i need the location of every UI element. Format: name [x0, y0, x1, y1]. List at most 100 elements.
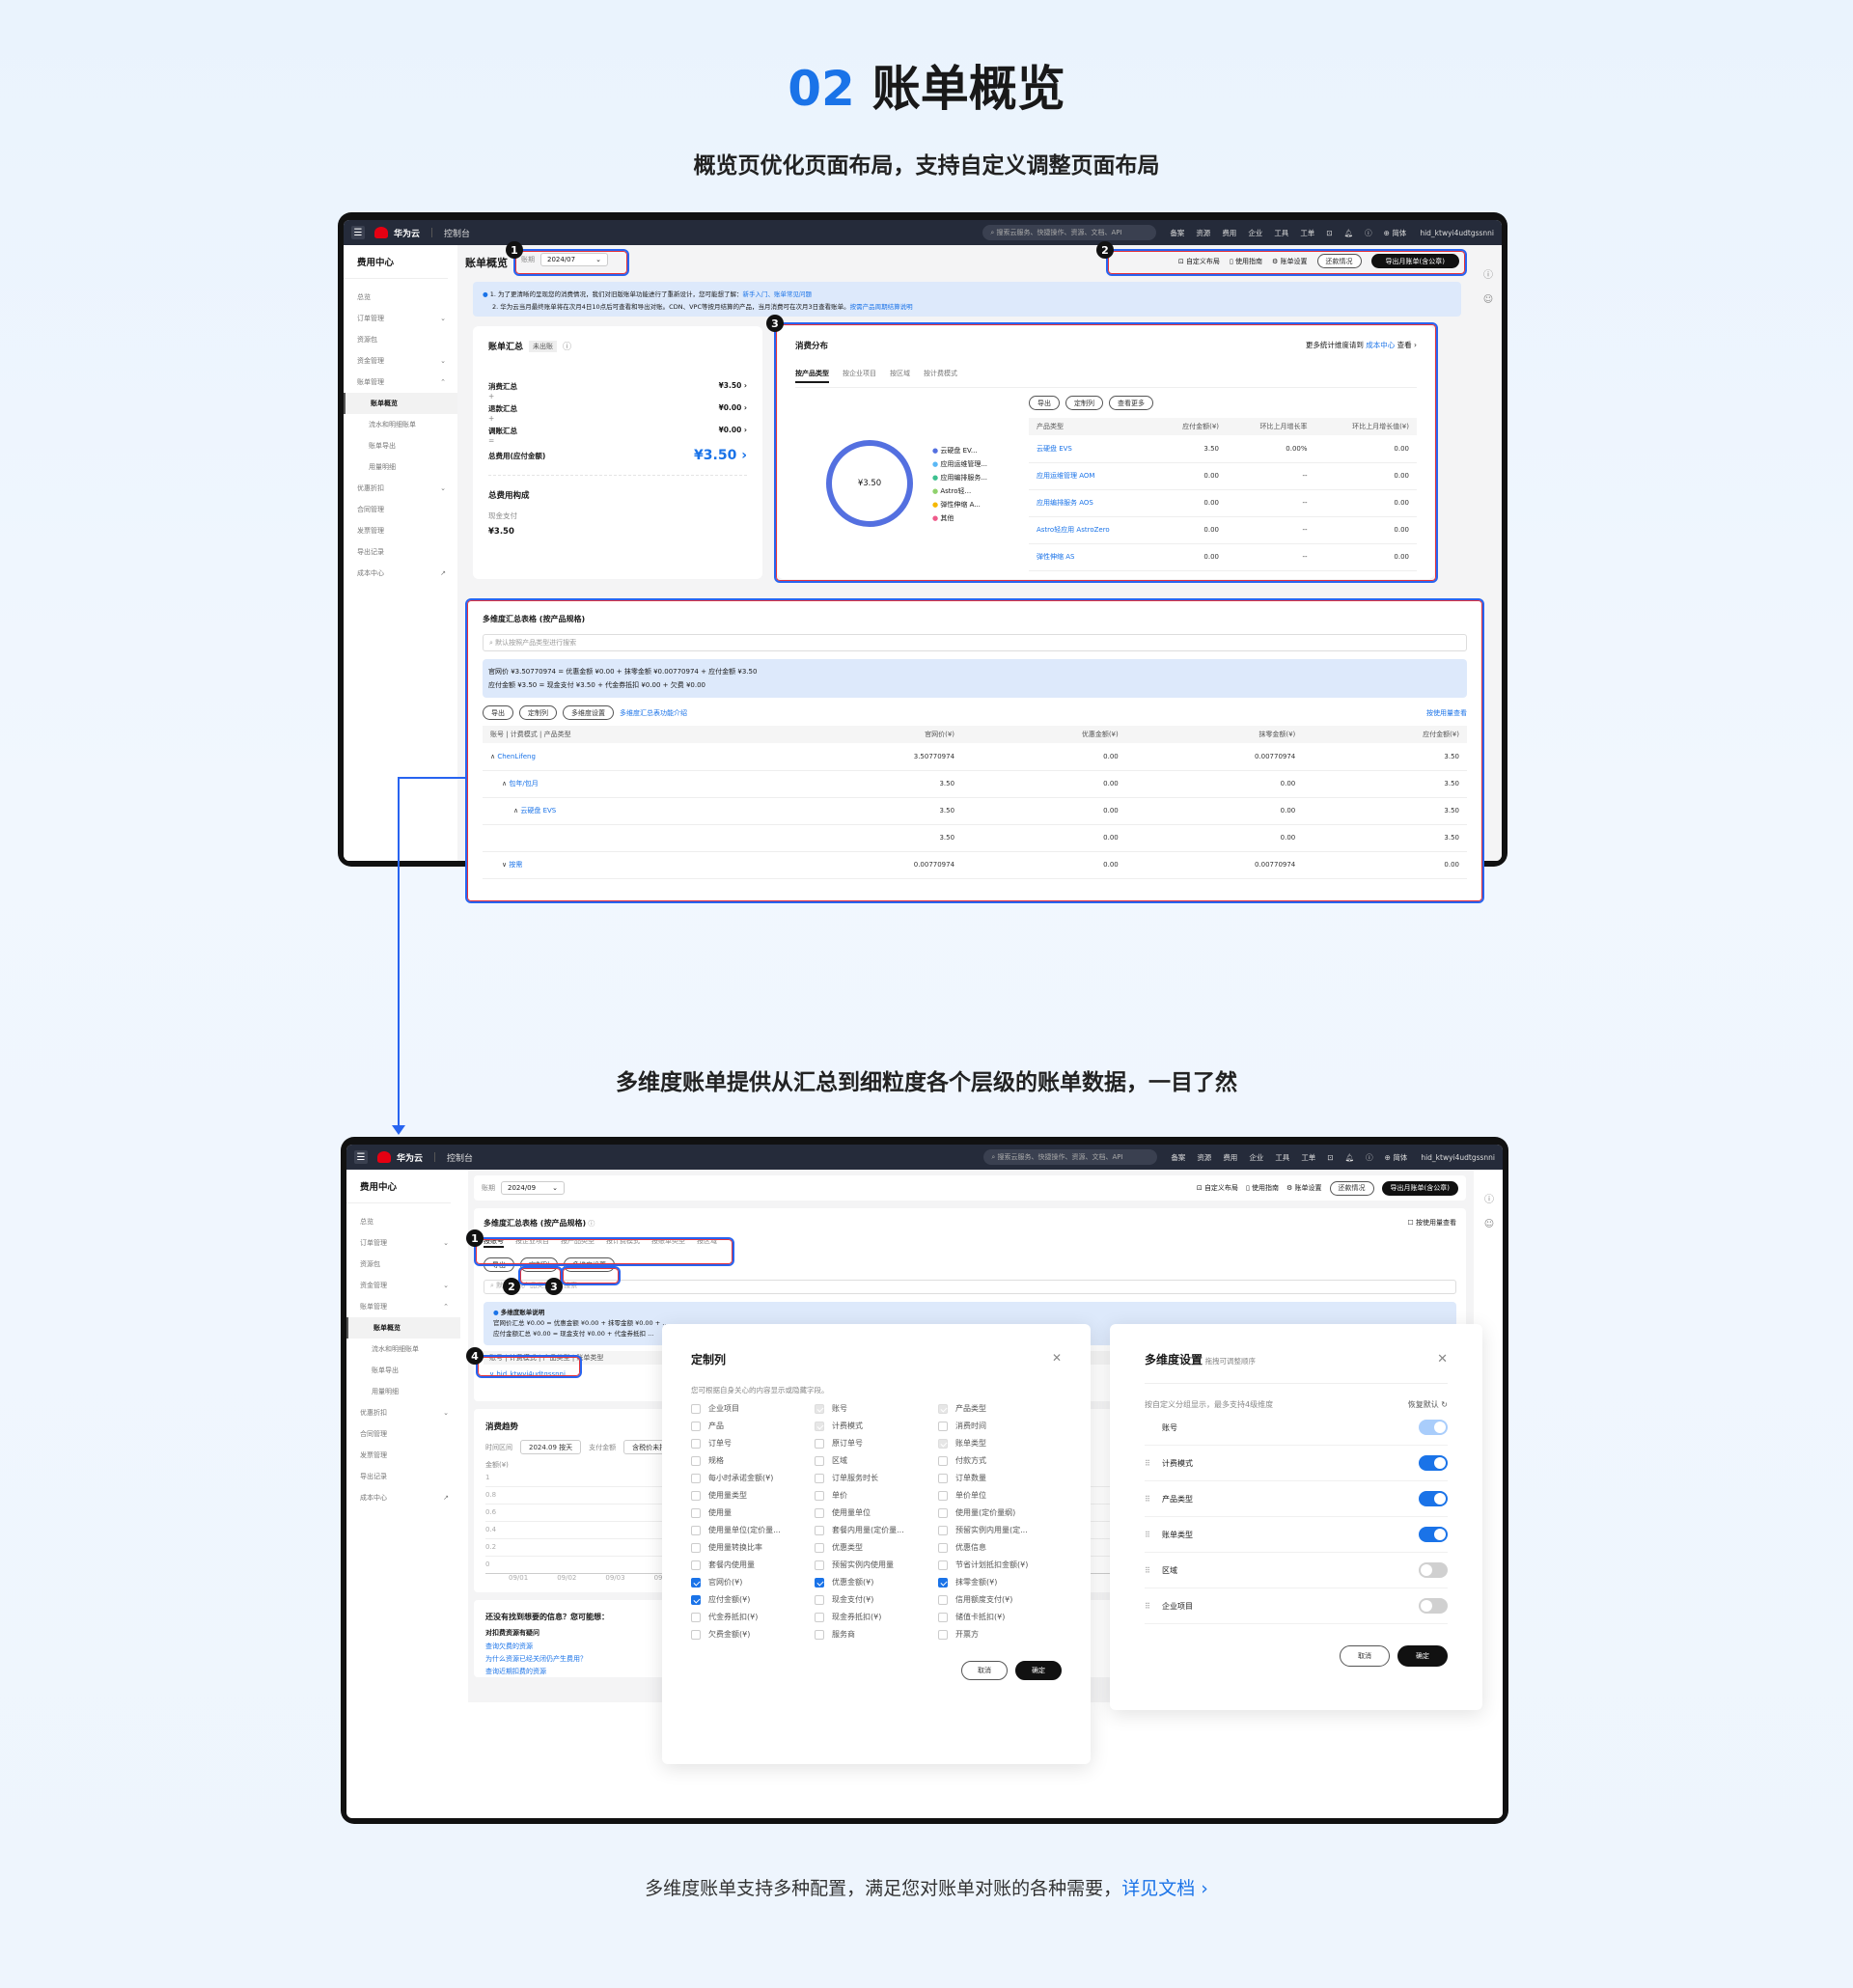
user-account-menu[interactable]: hid_ktwyi4udtgssnni: [1420, 228, 1494, 237]
column-checkbox[interactable]: 区域: [815, 1455, 938, 1466]
sidebar-item-discounts[interactable]: 优惠折扣⌄: [357, 484, 446, 492]
column-checkbox[interactable]: 每小时承诺金额(¥): [691, 1473, 815, 1483]
column-checkbox[interactable]: 开票方: [938, 1629, 1062, 1640]
column-checkbox[interactable]: 订单号: [691, 1438, 815, 1449]
refund-total-link[interactable]: ¥0.00 ›: [718, 403, 747, 412]
bell-icon[interactable]: 🔔︎: [1343, 228, 1354, 237]
toggle-switch[interactable]: [1419, 1598, 1448, 1614]
sidebar-item-bill-export[interactable]: 账单导出: [369, 442, 396, 450]
search-input[interactable]: ⌕ 默认按照产品类型进行搜索: [484, 1280, 1456, 1294]
cost-center-link[interactable]: 成本中心: [1366, 341, 1396, 349]
confirm-button[interactable]: 确定: [1397, 1645, 1448, 1667]
bill-settings-button[interactable]: ⚙ 账单设置: [1272, 257, 1308, 265]
custom-columns-button[interactable]: 定制列: [1065, 396, 1103, 410]
column-checkbox[interactable]: 欠费金额(¥): [691, 1629, 815, 1640]
dimension-row[interactable]: ⠿企业项目: [1145, 1588, 1448, 1624]
nav-beian[interactable]: 备案: [1170, 228, 1185, 237]
column-checkbox[interactable]: 代金券抵扣(¥): [691, 1612, 815, 1622]
column-checkbox[interactable]: 消费时间: [938, 1421, 1062, 1431]
dimension-row[interactable]: ⠿区域: [1145, 1553, 1448, 1588]
feedback-smile-icon[interactable]: ☺: [1483, 1219, 1495, 1229]
tab-by-region[interactable]: 按区域: [890, 370, 910, 377]
column-checkbox[interactable]: 使用量(定价量纲): [938, 1507, 1062, 1518]
column-checkbox[interactable]: 使用量类型: [691, 1490, 815, 1501]
view-more-button[interactable]: 查看更多: [1109, 396, 1153, 410]
tab-by-enterprise-project[interactable]: 按企业项目: [515, 1237, 549, 1245]
global-search-input[interactable]: ⌕ 搜索云服务、快捷操作、资源、文档、API: [982, 225, 1157, 240]
column-checkbox[interactable]: 优惠金额(¥): [815, 1577, 938, 1588]
dimension-row[interactable]: ⠿账单类型: [1145, 1517, 1448, 1553]
column-checkbox[interactable]: 预留实例内使用量: [815, 1560, 938, 1570]
tab-by-region[interactable]: 按区域: [697, 1237, 717, 1245]
confirm-button[interactable]: 确定: [1015, 1661, 1062, 1680]
nav-tickets[interactable]: 工单: [1300, 228, 1315, 237]
column-checkbox[interactable]: 套餐内使用量: [691, 1560, 815, 1570]
hamburger-menu-icon[interactable]: ☰: [351, 226, 365, 239]
tab-by-product-type[interactable]: 按产品类型: [795, 369, 829, 383]
close-icon[interactable]: ✕: [1051, 1351, 1062, 1365]
feature-intro-link[interactable]: 多维度汇总表功能介绍: [620, 708, 687, 717]
column-checkbox[interactable]: 现金券抵扣(¥): [815, 1612, 938, 1622]
cancel-button[interactable]: 取消: [1340, 1645, 1390, 1667]
feedback-smile-icon[interactable]: ☺: [1482, 294, 1494, 305]
help-circle-icon[interactable]: ⓘ: [1484, 1195, 1494, 1205]
column-checkbox[interactable]: 产品类型: [938, 1403, 1062, 1414]
expand-icon[interactable]: ∨: [502, 861, 508, 869]
account-row[interactable]: ∨ hid_ktwyi4udtgssnni: [489, 1370, 566, 1378]
custom-layout-button[interactable]: ⊡ 自定义布局: [1177, 257, 1220, 265]
column-checkbox[interactable]: 套餐内用量(定价量...: [815, 1525, 938, 1535]
sidebar-item-contracts[interactable]: 合同管理: [357, 506, 384, 513]
tab-by-enterprise-project[interactable]: 按企业项目: [843, 370, 876, 377]
sidebar-item-bill-details[interactable]: 流水和明细账单: [369, 421, 416, 428]
period-dropdown[interactable]: 2024/09⌄: [501, 1181, 565, 1195]
toggle-switch[interactable]: [1419, 1420, 1448, 1435]
column-checkbox[interactable]: 订单服务时长: [815, 1473, 938, 1483]
sidebar-item-overview[interactable]: 总览: [357, 293, 371, 301]
total-amount-link[interactable]: ¥3.50 ›: [694, 448, 747, 463]
view-by-usage-link[interactable]: 按使用量查看: [1426, 708, 1467, 717]
column-checkbox[interactable]: 订单数量: [938, 1473, 1062, 1483]
tab-by-bill-type[interactable]: 按账单类型: [651, 1237, 685, 1245]
toggle-switch[interactable]: [1419, 1562, 1448, 1578]
tab-by-billing-mode[interactable]: 按计费模式: [924, 370, 957, 377]
nav-resources[interactable]: 资源: [1196, 228, 1211, 237]
column-checkbox[interactable]: 抹零金额(¥): [938, 1577, 1062, 1588]
collapse-icon[interactable]: ∧: [513, 807, 519, 815]
toggle-switch[interactable]: [1419, 1491, 1448, 1506]
tab-by-account[interactable]: 按账号: [484, 1236, 504, 1248]
column-checkbox[interactable]: 单价: [815, 1490, 938, 1501]
globe-icon[interactable]: ⊕ 简体: [1384, 1152, 1408, 1162]
column-checkbox[interactable]: 储值卡抵扣(¥): [938, 1612, 1062, 1622]
column-checkbox[interactable]: 使用量单位(定价量...: [691, 1525, 815, 1535]
column-checkbox[interactable]: 应付金额(¥): [691, 1594, 815, 1605]
docs-link[interactable]: 详见文档 ›: [1121, 1878, 1208, 1899]
help-icon[interactable]: ⓘ: [1366, 1152, 1373, 1162]
global-search-input[interactable]: ⌕ 搜索云服务、快捷操作、资源、文档、API: [983, 1149, 1158, 1165]
column-checkbox[interactable]: 信用额度支付(¥): [938, 1594, 1062, 1605]
period-dropdown[interactable]: 2024/07⌄: [540, 253, 608, 266]
dimension-row[interactable]: ⠿产品类型: [1145, 1481, 1448, 1517]
cancel-button[interactable]: 取消: [961, 1661, 1008, 1680]
sidebar-item-bills[interactable]: 账单管理⌃: [357, 378, 446, 386]
dimension-row[interactable]: ⠿计费模式: [1145, 1446, 1448, 1481]
notice-link-settlement[interactable]: 按需产品周期结算说明: [849, 303, 913, 311]
nav-enterprise[interactable]: 企业: [1248, 228, 1263, 237]
tab-by-product-type[interactable]: 按产品类型: [561, 1237, 595, 1245]
close-icon[interactable]: ✕: [1437, 1352, 1448, 1367]
multi-search-input[interactable]: ⌕ 默认按照产品类型进行搜索: [483, 634, 1467, 651]
dimension-row[interactable]: 账号: [1145, 1410, 1448, 1446]
reset-default-button[interactable]: 恢复默认 ↻: [1407, 1400, 1448, 1409]
column-checkbox[interactable]: 预留实例内用量(定...: [938, 1525, 1062, 1535]
export-button[interactable]: 导出: [1029, 396, 1060, 410]
column-checkbox[interactable]: 服务商: [815, 1629, 938, 1640]
consumption-total-link[interactable]: ¥3.50 ›: [718, 381, 747, 390]
collapse-icon[interactable]: ∧: [490, 752, 496, 760]
column-checkbox[interactable]: 现金支付(¥): [815, 1594, 938, 1605]
column-checkbox[interactable]: 优惠信息: [938, 1542, 1062, 1553]
column-checkbox[interactable]: 产品: [691, 1421, 815, 1431]
export-button[interactable]: 导出: [483, 705, 513, 720]
nav-billing[interactable]: 费用: [1222, 228, 1237, 237]
user-account-menu[interactable]: hid_ktwyi4udtgssnni: [1421, 1152, 1495, 1162]
bell-icon[interactable]: 🔔︎: [1344, 1152, 1355, 1162]
help-icon[interactable]: ⓘ: [1365, 228, 1372, 237]
